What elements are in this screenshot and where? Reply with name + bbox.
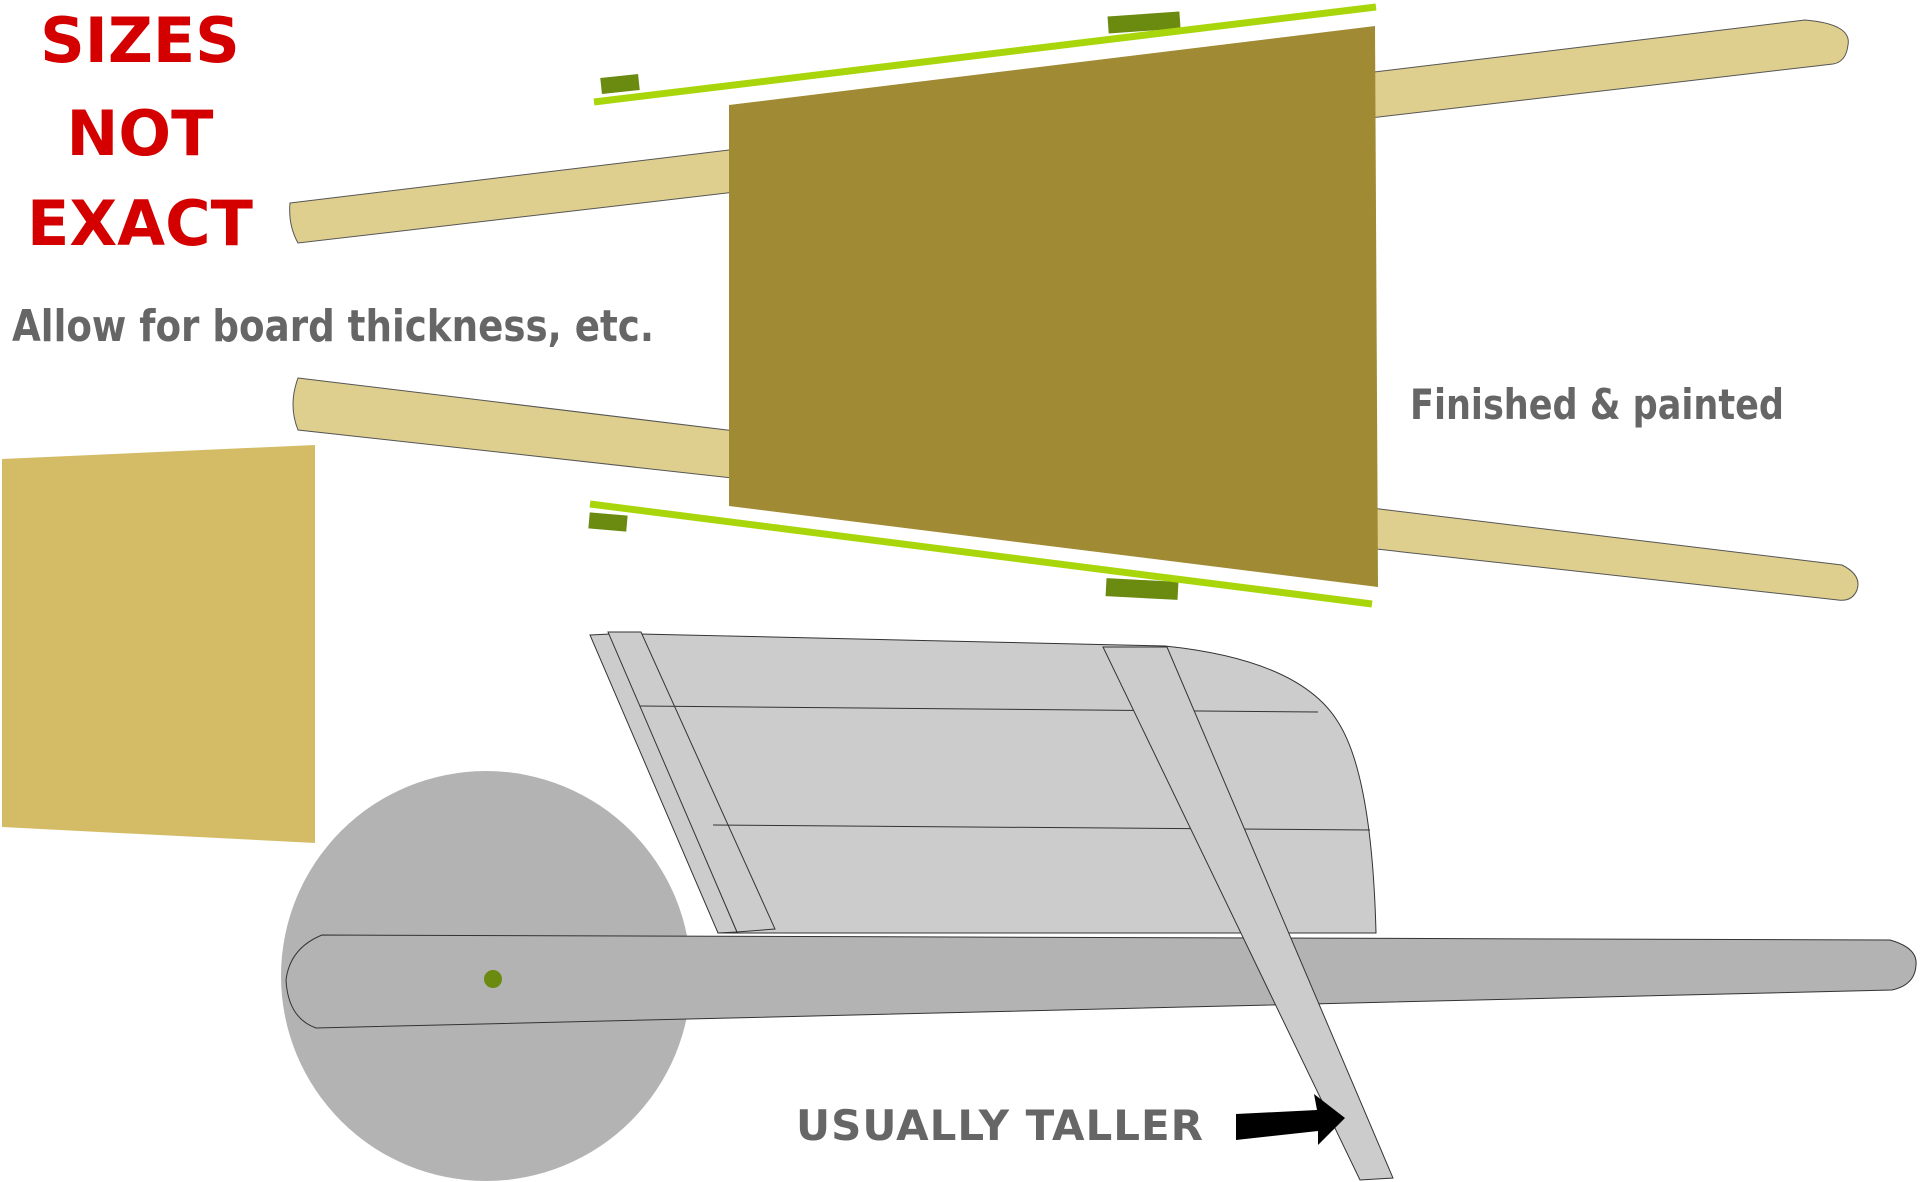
rail-block-top-right — [1107, 11, 1181, 34]
bottom-side-rail — [589, 500, 1373, 608]
warning-line-2: NOT — [67, 97, 214, 170]
labels: SIZES NOT EXACT Allow for board thicknes… — [12, 4, 1784, 1150]
side-panel-piece — [2, 445, 315, 843]
arrow-icon — [1236, 1094, 1345, 1145]
axle-dot — [484, 970, 502, 988]
plank-line-upper — [639, 705, 1319, 713]
frame-beam — [285, 934, 1917, 1029]
top-side-rail — [593, 3, 1377, 106]
front-board-inner — [607, 631, 776, 933]
allow-note: Allow for board thickness, etc. — [12, 301, 654, 352]
plank-line-lower — [712, 824, 1371, 831]
rail-block-bottom-left — [588, 512, 628, 532]
warning-line-3: EXACT — [27, 187, 253, 260]
rail-block-top-left — [600, 74, 640, 94]
side-view — [281, 631, 1917, 1181]
plan-view — [289, 3, 1859, 608]
taller-note: USUALLY TALLER — [796, 1101, 1204, 1150]
floor-board — [729, 26, 1378, 587]
finished-note: Finished & painted — [1410, 380, 1784, 429]
warning-line-1: SIZES — [40, 4, 240, 77]
leg-stand — [1102, 646, 1394, 1181]
rail-block-bottom-right — [1105, 578, 1179, 600]
